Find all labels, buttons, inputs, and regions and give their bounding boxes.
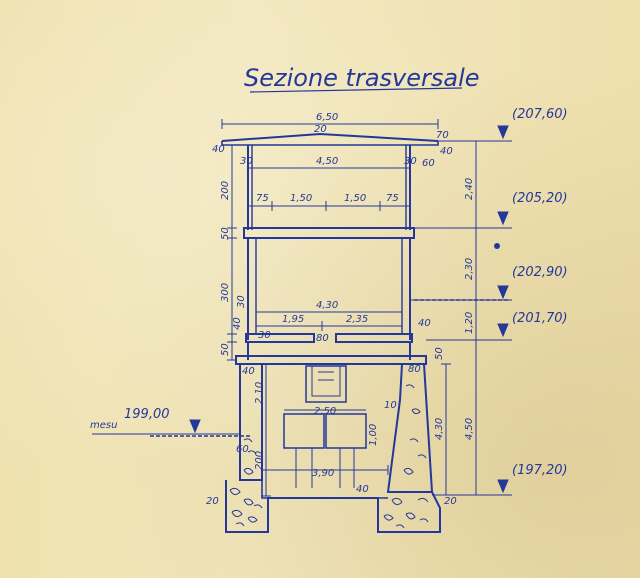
dim-mid-width: 4,30 [316,300,338,311]
roof-underside [221,141,439,146]
dim-right-230: 2,30 [464,258,475,280]
dim-upper-left-30: 30 [240,156,253,167]
dim-upper-right-60: 60 [422,158,435,169]
dimension-labels: 6,50 70 20 40 40 4,50 30 30 60 75 1,50 1… [206,112,457,507]
basement-left-wall [239,364,263,481]
dimension-lines [92,119,512,497]
dim-seg-150-b: 1,50 [344,193,366,204]
title-underline [249,87,463,93]
middle-walls [247,238,411,340]
dim-lower-100: 1,00 [368,424,379,446]
dim-mid-195: 1,95 [282,314,304,325]
dim-bottom-20-right: 20 [444,496,457,507]
ink-blot [494,243,500,249]
basement-floor [261,480,388,499]
dim-right-120: 1,20 [464,312,475,334]
dim-seg-75-left: 75 [256,193,269,204]
level-left-prefix: mesu [90,420,117,431]
dim-left-40: 40 [232,317,243,330]
dim-mid-30: 30 [258,330,271,341]
dim-roof-small: 20 [314,124,327,135]
level-202-90: (202,90) [512,265,568,280]
footing [225,480,441,533]
dim-seg-75-right: 75 [386,193,399,204]
dim-lower-80: 80 [408,364,421,375]
dim-right-50: 50 [434,347,445,360]
dim-mid-80: 80 [316,333,329,344]
dim-left-50-upper: 50 [220,227,231,240]
dim-lower-250: 2,50 [314,406,336,417]
dim-lower-40-bottom: 40 [356,484,369,495]
box-right [325,413,367,449]
dim-right-450: 4,50 [464,418,475,440]
dim-lower-210: 2,10 [254,382,265,404]
roof-slab [221,132,439,142]
interior-equipment [283,365,367,488]
dim-top-right-40: 40 [440,146,453,157]
dim-top-rail: 70 [436,130,449,141]
dim-left-300: 300 [220,283,231,302]
floor-slab [245,333,413,343]
dimension-labels-vertical: 200 50 300 30 40 50 2,40 2,30 1,20 50 4,… [220,178,475,470]
box-left [283,413,325,449]
dim-right-240: 2,40 [464,178,475,200]
level-199-00: 199,00 [124,407,170,422]
level-201-70: (201,70) [512,311,568,326]
dim-seg-150-a: 1,50 [290,193,312,204]
dim-upper-right-30: 30 [404,156,417,167]
dim-mid-right-40: 40 [418,318,431,329]
dim-mid-235: 2,35 [346,314,368,325]
dim-top-width: 6,50 [316,112,338,123]
dim-upper-inner: 4,50 [316,156,338,167]
upper-walls-inner [251,145,407,230]
dim-bottom-20-left: 20 [206,496,219,507]
lower-connector [247,342,411,360]
dim-lower-40: 40 [242,366,255,377]
dim-right-430: 4,30 [434,418,445,440]
upper-walls [247,145,411,230]
intermediate-slab [243,227,415,239]
stone-hatching [229,384,429,529]
dim-left-200: 200 [220,181,231,200]
basement-right-wall [386,363,434,493]
drawing-title: Sezione trasversale [244,64,480,92]
dim-lower-390: 3,90 [312,468,334,479]
dim-left-50-lower: 50 [220,343,231,356]
lower-slab [235,355,427,365]
dim-left-30: 30 [236,295,247,308]
dim-lower-10: 10 [384,400,397,411]
level-197-20: (197,20) [512,463,568,478]
level-205-20: (205,20) [512,191,568,206]
dim-lower-200: 200 [254,451,265,470]
structure-outline [221,132,441,533]
hopper [305,365,347,403]
middle-walls-inner [255,238,403,334]
level-207-60: (207,60) [512,107,568,122]
dim-top-left-40: 40 [212,144,225,155]
dim-lower-60: 60 [236,444,249,455]
